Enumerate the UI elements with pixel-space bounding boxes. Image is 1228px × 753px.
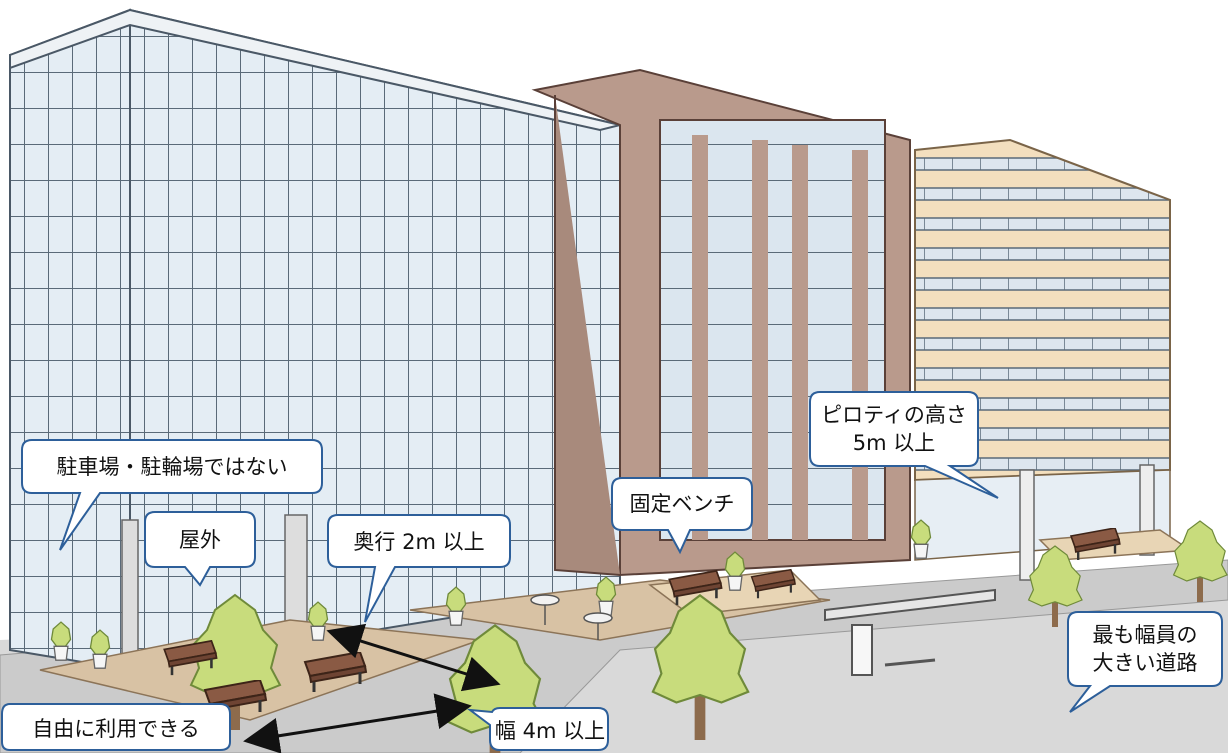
- callout-width: 幅 4m 以上: [466, 707, 609, 751]
- callout-piloti-label-1: ピロティの高さ: [821, 403, 967, 427]
- callout-free-use: 自由に利用できる: [1, 703, 231, 751]
- callout-free-use-label: 自由に利用できる: [32, 717, 200, 741]
- callout-piloti: ピロティの高さ 5m 以上: [809, 391, 999, 499]
- cafe-tables: [530, 594, 613, 640]
- callout-width-label: 幅 4m 以上: [495, 719, 605, 743]
- depth-double-arrow-icon: [326, 623, 501, 692]
- callout-bench-label: 固定ベンチ: [630, 492, 735, 516]
- callout-widest-label-1: 最も幅員の: [1093, 623, 1198, 647]
- callout-outdoor: 屋外: [144, 511, 256, 587]
- bus-stop-icon: [824, 588, 996, 676]
- callout-widest-road: 最も幅員の 大きい道路: [1067, 611, 1223, 713]
- callout-outdoor-label: 屋外: [179, 528, 221, 552]
- cream-tower: [914, 138, 1171, 581]
- width-double-arrow-icon: [243, 693, 472, 753]
- callout-not-parking: 駐車場・駐輪場ではない: [21, 439, 323, 551]
- glass-tower: [9, 8, 621, 672]
- callout-depth: 奥行 2m 以上: [327, 514, 511, 623]
- callout-bench: 固定ベンチ: [611, 477, 753, 555]
- callout-widest-label-2: 大きい道路: [1093, 651, 1198, 675]
- callout-not-parking-label: 駐車場・駐輪場ではない: [57, 455, 288, 479]
- callout-piloti-label-2: 5m 以上: [853, 431, 936, 455]
- callout-depth-label: 奥行 2m 以上: [353, 530, 484, 554]
